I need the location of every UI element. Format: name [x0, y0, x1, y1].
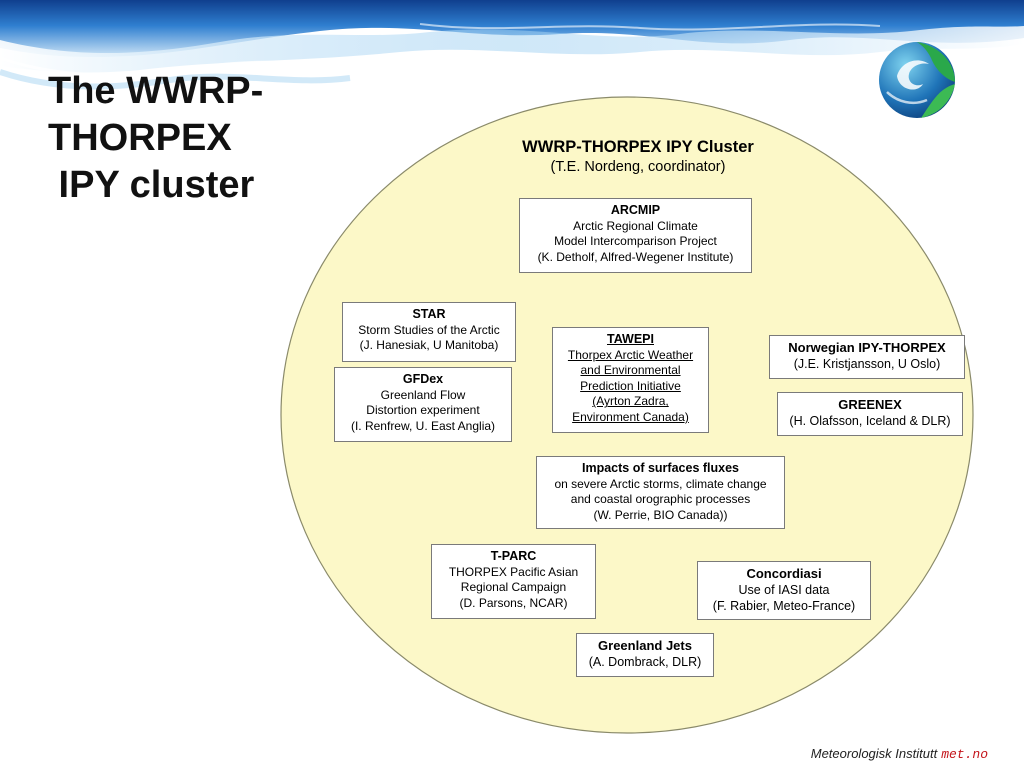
project-box-greenex: GREENEX (H. Olafsson, Iceland & DLR) [777, 392, 963, 436]
project-line: Prediction Initiative [580, 378, 681, 393]
project-name: T-PARC [490, 549, 537, 563]
project-line: Model Intercomparison Project [554, 234, 717, 249]
project-line: (J. Hanesiak, U Manitoba) [359, 338, 499, 353]
project-line: and Environmental [580, 363, 681, 378]
project-line: (W. Perrie, BIO Canada)) [593, 507, 728, 522]
project-line: THORPEX Pacific Asian [448, 564, 579, 579]
project-line: (I. Renfrew, U. East Anglia) [350, 418, 496, 433]
project-box-tawepi: TAWEPI Thorpex Arctic Weather and Enviro… [552, 327, 709, 433]
project-name: Impacts of surfaces fluxes [581, 461, 739, 475]
project-name: GFDex [402, 372, 444, 386]
footer-org: Meteorologisk Institutt [810, 746, 938, 761]
project-line: Storm Studies of the Arctic [358, 322, 500, 337]
project-line: Environment Canada) [572, 409, 689, 424]
project-box-impacts: Impacts of surfaces fluxes on severe Arc… [536, 456, 785, 529]
slide-title: The WWRP- THORPEX IPY cluster [48, 70, 264, 206]
project-name: STAR [412, 307, 446, 321]
cluster-title: WWRP-THORPEX IPY Cluster [522, 138, 754, 156]
project-box-greenland-jets: Greenland Jets (A. Dombrack, DLR) [576, 633, 714, 677]
project-line: Greenland Flow [380, 387, 466, 402]
project-box-concordiasi: Concordiasi Use of IASI data (F. Rabier,… [697, 561, 871, 620]
project-name: Greenland Jets [598, 638, 692, 653]
project-name: Norwegian IPY-THORPEX [788, 340, 946, 355]
project-line: Distortion experiment [366, 403, 480, 418]
project-line: (J.E. Kristjansson, U Oslo) [793, 356, 941, 371]
project-line: Use of IASI data [738, 582, 830, 597]
project-line: and coastal orographic processes [570, 492, 751, 507]
wave-banner [0, 0, 1024, 90]
project-name: GREENEX [838, 397, 902, 412]
project-line: (D. Parsons, NCAR) [459, 595, 568, 610]
project-box-tparc: T-PARC THORPEX Pacific Asian Regional Ca… [431, 544, 596, 619]
project-line: Arctic Regional Climate [573, 218, 698, 233]
footer-domain[interactable]: met.no [941, 747, 988, 762]
cluster-header: WWRP-THORPEX IPY Cluster (T.E. Nordeng, … [478, 137, 798, 177]
project-box-norwegian: Norwegian IPY-THORPEX (J.E. Kristjansson… [769, 335, 965, 379]
cluster-coordinator: (T.E. Nordeng, coordinator) [550, 159, 726, 175]
project-line: on severe Arctic storms, climate change [554, 476, 767, 491]
project-name: ARCMIP [610, 203, 661, 217]
project-line: (Ayrton Zadra, [592, 394, 669, 409]
project-name: TAWEPI [607, 332, 654, 346]
project-box-arcmip: ARCMIP Arctic Regional Climate Model Int… [519, 198, 752, 273]
project-line: (F. Rabier, Meteo-France) [712, 598, 856, 613]
project-box-star: STAR Storm Studies of the Arctic (J. Han… [342, 302, 516, 362]
project-box-gfdex: GFDex Greenland Flow Distortion experime… [334, 367, 512, 442]
project-line: (H. Olafsson, Iceland & DLR) [789, 413, 951, 428]
project-line: Thorpex Arctic Weather [567, 347, 694, 362]
project-line: (K. Detholf, Alfred-Wegener Institute) [537, 249, 734, 264]
project-line: (A. Dombrack, DLR) [588, 654, 702, 669]
project-line: Regional Campaign [460, 580, 567, 595]
met-logo-icon [879, 42, 955, 118]
project-name: Concordiasi [746, 566, 822, 581]
